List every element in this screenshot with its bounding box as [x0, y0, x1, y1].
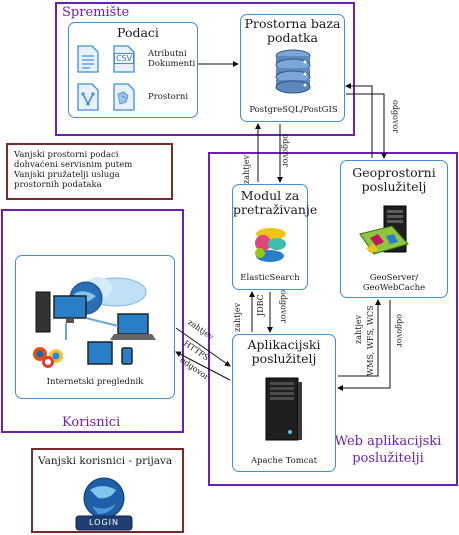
modul-title: Modul za pretraživanje [233, 188, 318, 217]
external-data-note [6, 143, 173, 200]
login-globe-icon[interactable] [64, 476, 144, 532]
geo-title: Geoprostorni poslužitelj [352, 165, 436, 194]
edge-label-zahtjev-app-modul: zahtjev [233, 302, 242, 332]
podaci-title: Podaci [117, 25, 159, 40]
edge-label-zahtjev-modul-baza: zahtjev [242, 154, 251, 184]
baza-sub: PostgreSQL/PostGIS [249, 105, 338, 115]
external-users-label: Vanjski korisnici - prijava [38, 455, 173, 467]
web-group-label: Web aplikacijski poslužitelji [334, 434, 442, 466]
external-data-text: Vanjski prostorni podaci dohvaćeni servi… [14, 150, 133, 190]
modul-sub: ElasticSearch [240, 273, 300, 283]
database-icon [275, 49, 311, 94]
raster-file-icon [113, 83, 135, 111]
korisnici-label: Korisnici [62, 415, 121, 430]
baza-title: Prostorna baza podatka [244, 16, 341, 45]
edge-label-odgovor-baza-geo: odgovor [391, 100, 400, 134]
geoserver-icon [359, 205, 409, 255]
korisnici-group [1, 209, 184, 433]
web-group [208, 152, 458, 486]
edge-label-odgovor-baza-modul: odgovor [281, 134, 290, 168]
document-icon [77, 45, 99, 73]
csv-text: CSV [114, 53, 135, 64]
edge-label-odgovor-modul-app: odgovor [279, 290, 288, 324]
elasticsearch-icon [255, 228, 286, 262]
tomcat-server-icon [265, 377, 302, 441]
network-devices-icon [33, 277, 156, 368]
app-sub: Apache Tomcat [250, 456, 318, 466]
edge-label-zahtjev-app-geo: zahtjev [354, 314, 363, 344]
external-users-box [31, 448, 184, 533]
app-title: Aplikacijski poslužitelj [247, 337, 321, 366]
attr-docs-label: Atributni Dokumenti [148, 49, 196, 69]
web-client-sub: Internetski preglednik [46, 377, 144, 387]
prostorni-label: Prostorni [148, 92, 189, 102]
spremiste-label: Spremište [62, 5, 130, 20]
spremiste-group [55, 2, 355, 136]
geo-sub: GeoServer/ GeoWebCache [362, 273, 426, 293]
login-button-label[interactable]: LOGIN [88, 518, 119, 527]
edge-label-odgovor-geo-app: odgovor [395, 314, 404, 348]
edge-label-jdbc: JDBC [256, 294, 265, 316]
edge-label-wms: WMS, WFS, WCS [366, 305, 375, 376]
vector-file-icon [77, 83, 99, 111]
